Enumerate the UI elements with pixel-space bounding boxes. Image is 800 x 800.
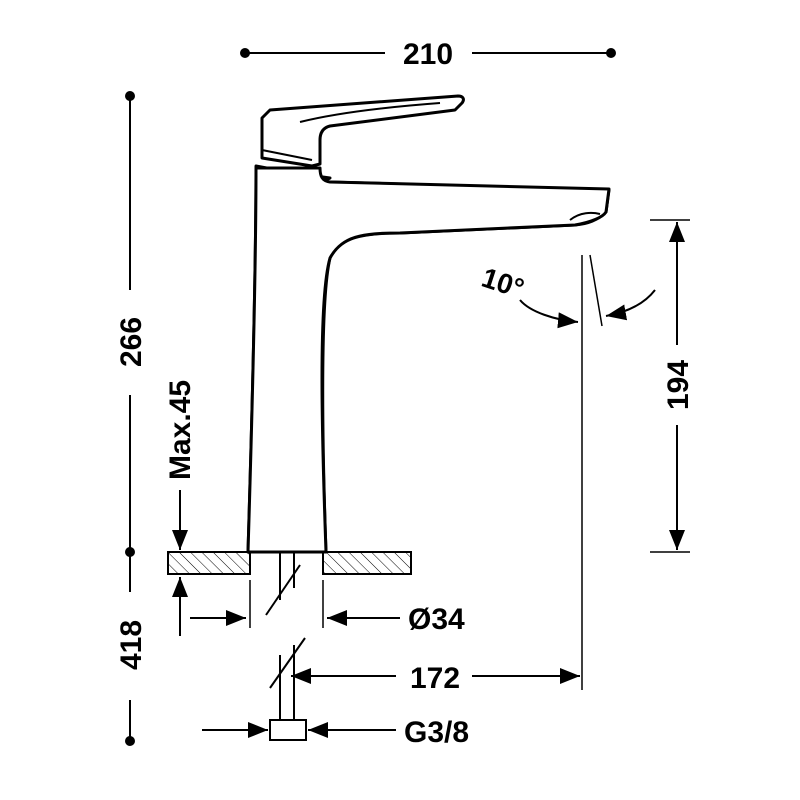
spout-angle-label: 10° [478,262,528,305]
width-dimension: 210 [240,38,616,71]
deck-thickness-dimension: Max.45 [164,380,197,636]
total-height-dimension: 266 [115,91,148,557]
spout-height-label: 194 [662,360,695,410]
countertop-section [167,551,412,575]
hose-length-dimension: 418 [115,552,148,746]
connection-thread-dimension: G3/8 [202,716,469,749]
supply-hose [265,552,307,741]
base-diameter-label: Ø34 [408,603,465,636]
spout-angle-dimension: 10° [478,254,656,329]
width-label: 210 [403,38,453,71]
faucet-body [246,94,611,554]
spout-reach-dimension: 172 [291,255,583,695]
base-diameter-dimension: Ø34 [190,580,465,636]
spout-height-dimension: 194 [650,219,695,553]
connection-thread-label: G3/8 [404,716,469,749]
total-height-label: 266 [115,317,148,367]
spout-reach-label: 172 [410,662,460,695]
deck-thickness-label: Max.45 [164,380,197,480]
hose-length-label: 418 [115,620,148,670]
